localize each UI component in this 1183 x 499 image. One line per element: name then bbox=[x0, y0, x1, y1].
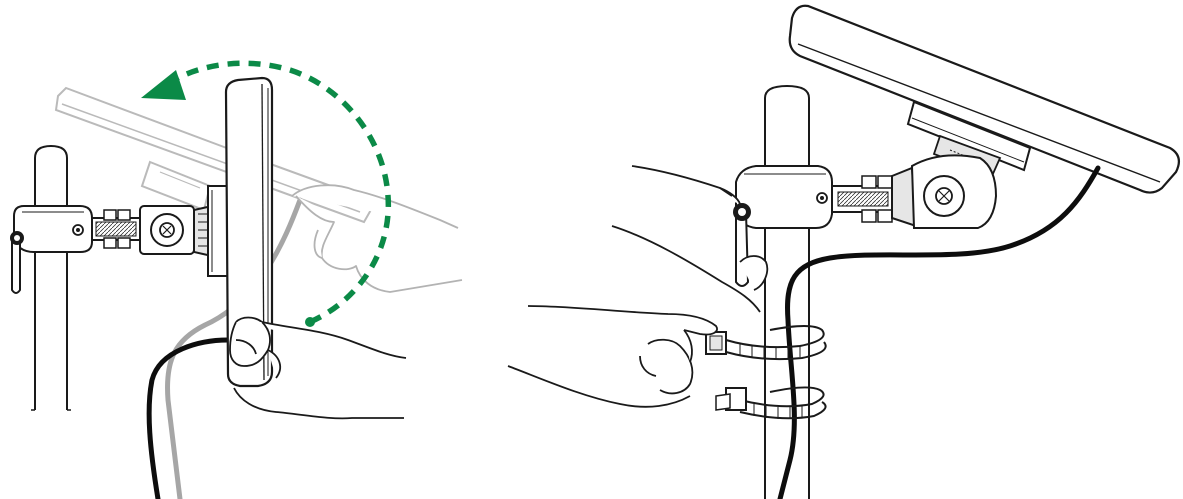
left-cable bbox=[146, 337, 231, 499]
pole-clamp bbox=[13, 205, 93, 253]
left-pole bbox=[31, 144, 71, 411]
quick-release-lever bbox=[10, 231, 24, 294]
right-pole-clamp bbox=[735, 165, 833, 229]
right-mount-arm bbox=[831, 154, 998, 229]
upper-cable-tie bbox=[705, 325, 827, 361]
tilt-panel bbox=[10, 60, 463, 499]
lower-hand bbox=[507, 305, 718, 408]
ghost-cable bbox=[164, 197, 303, 499]
upper-hand bbox=[611, 165, 769, 313]
cable-tie-panel bbox=[507, 4, 1181, 499]
lower-cable-tie bbox=[715, 386, 827, 420]
tilted-antenna-panel bbox=[788, 4, 1181, 194]
rotate-arrow-icon bbox=[141, 60, 392, 327]
mount-arm bbox=[91, 185, 229, 277]
holding-hand bbox=[229, 316, 407, 420]
ghost-antenna bbox=[54, 86, 374, 224]
right-cable bbox=[777, 165, 1101, 499]
